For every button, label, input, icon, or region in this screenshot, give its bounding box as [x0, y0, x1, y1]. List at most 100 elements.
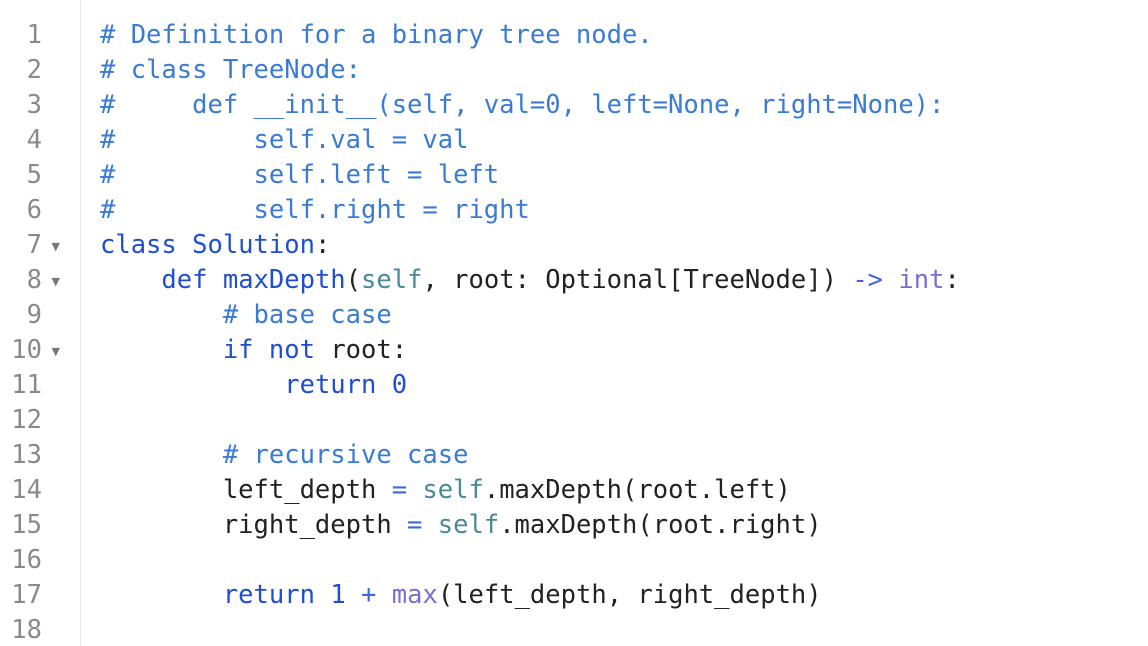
code-token-comment: # class TreeNode:: [100, 55, 361, 85]
gutter-row: 18: [0, 613, 80, 646]
code-line[interactable]: # base case: [100, 298, 392, 333]
line-number: 7: [26, 230, 42, 260]
code-token-keyword: if: [222, 335, 254, 365]
code-token-plain: [883, 265, 898, 295]
line-number: 10: [11, 335, 42, 365]
code-line[interactable]: # Definition for a binary tree node.: [100, 18, 653, 53]
code-line[interactable]: class Solution:: [100, 228, 330, 263]
code-token-comment: # self.left = left: [100, 160, 500, 190]
fold-toggle-icon[interactable]: ▼: [51, 275, 60, 288]
code-token-comment: # recursive case: [222, 440, 469, 470]
line-number: 1: [26, 20, 42, 50]
gutter-row: 12: [0, 403, 80, 438]
code-token-plain: [100, 580, 223, 610]
line-number: 15: [11, 510, 42, 540]
code-token-plain: (: [345, 265, 362, 295]
code-token-comment: # def __init__(self, val=0, left=None, r…: [100, 90, 945, 120]
gutter-row: 15: [0, 508, 80, 543]
gutter-row: 1: [0, 18, 80, 53]
code-token-plain: :: [944, 265, 960, 295]
code-token-comment: # base case: [222, 300, 392, 330]
line-number: 4: [26, 125, 42, 155]
code-token-plain: [376, 580, 391, 610]
code-token-plain: .maxDepth(root.right): [499, 510, 822, 540]
code-token-plain: [207, 265, 222, 295]
code-token-keyword: def: [161, 265, 208, 295]
code-token-plain: [100, 335, 223, 365]
gutter-row: 5: [0, 158, 80, 193]
line-number: 11: [11, 370, 42, 400]
gutter-row: 13: [0, 438, 80, 473]
code-token-plain: [100, 370, 284, 400]
code-token-self: self: [437, 510, 500, 540]
code-token-plain: [100, 265, 161, 295]
line-number: 17: [11, 580, 42, 610]
code-line[interactable]: # class TreeNode:: [100, 53, 361, 88]
code-token-keyword: class: [100, 230, 177, 260]
code-line[interactable]: return 0: [100, 368, 407, 403]
code-token-keyword: return: [284, 370, 377, 400]
code-token-class: Solution: [192, 230, 315, 260]
fold-toggle-icon[interactable]: ▼: [51, 240, 60, 253]
code-token-plain: [315, 580, 330, 610]
code-token-keyword: not: [268, 335, 315, 365]
gutter-row: 11: [0, 368, 80, 403]
code-token-plain: [254, 335, 269, 365]
code-line[interactable]: right_depth = self.maxDepth(root.right): [100, 508, 822, 543]
line-number: 5: [26, 160, 42, 190]
code-token-plain: .maxDepth(root.left): [483, 475, 791, 505]
code-token-op: +: [361, 580, 377, 610]
line-number: 16: [11, 545, 42, 575]
gutter-row: 2: [0, 53, 80, 88]
line-number: 3: [26, 90, 42, 120]
code-token-keyword: return: [222, 580, 315, 610]
code-token-plain: [100, 300, 223, 330]
gutter-row: 7▼: [0, 228, 80, 263]
code-token-self: self: [361, 265, 423, 295]
code-token-op: =: [391, 475, 408, 505]
line-number: 13: [11, 440, 42, 470]
code-line[interactable]: def maxDepth(self, root: Optional[TreeNo…: [100, 263, 960, 298]
gutter-row: 4: [0, 123, 80, 158]
code-line[interactable]: # self.right = right: [100, 193, 530, 228]
code-line[interactable]: # self.left = left: [100, 158, 499, 193]
code-line[interactable]: # def __init__(self, val=0, left=None, r…: [100, 88, 944, 123]
code-token-plain: [422, 510, 437, 540]
code-token-plain: [177, 230, 192, 260]
code-token-op: =: [407, 510, 423, 540]
gutter-row: 16: [0, 543, 80, 578]
code-line[interactable]: return 1 + max(left_depth, right_depth): [100, 578, 822, 613]
code-token-comment: # self.right = right: [100, 195, 530, 225]
gutter-row: 9: [0, 298, 80, 333]
code-text-area[interactable]: # Definition for a binary tree node. # cl…: [100, 0, 1148, 646]
gutter-row: 8▼: [0, 263, 80, 298]
gutter-row: 3: [0, 88, 80, 123]
gutter-row: 10 ▼: [0, 333, 80, 368]
code-line[interactable]: if not root:: [100, 333, 407, 368]
code-token-plain: right_depth: [100, 510, 408, 540]
code-line[interactable]: left_depth = self.maxDepth(root.left): [100, 473, 791, 508]
code-token-num: 0: [391, 370, 408, 400]
code-token-comment: # Definition for a binary tree node.: [100, 20, 653, 50]
fold-toggle-icon[interactable]: ▼: [51, 345, 60, 358]
gutter-row: 14: [0, 473, 80, 508]
code-token-num: 1: [330, 580, 346, 610]
code-token-plain: [346, 580, 361, 610]
code-line[interactable]: # self.val = val: [100, 123, 468, 158]
code-line[interactable]: # recursive case: [100, 438, 469, 473]
line-number: 8: [26, 265, 42, 295]
code-token-op: ->: [852, 265, 884, 295]
line-number: 18: [11, 615, 42, 645]
code-token-plain: [376, 370, 391, 400]
code-token-func: maxDepth: [222, 265, 346, 295]
code-token-plain: :: [314, 230, 331, 260]
code-token-comment: # self.val = val: [100, 125, 469, 155]
code-token-plain: (left_depth, right_depth): [437, 580, 822, 610]
code-token-builtin: int: [898, 265, 945, 295]
code-token-plain: left_depth: [100, 475, 392, 505]
gutter-row: 6: [0, 193, 80, 228]
code-token-plain: root:: [314, 335, 408, 365]
gutter-row: 17: [0, 578, 80, 613]
